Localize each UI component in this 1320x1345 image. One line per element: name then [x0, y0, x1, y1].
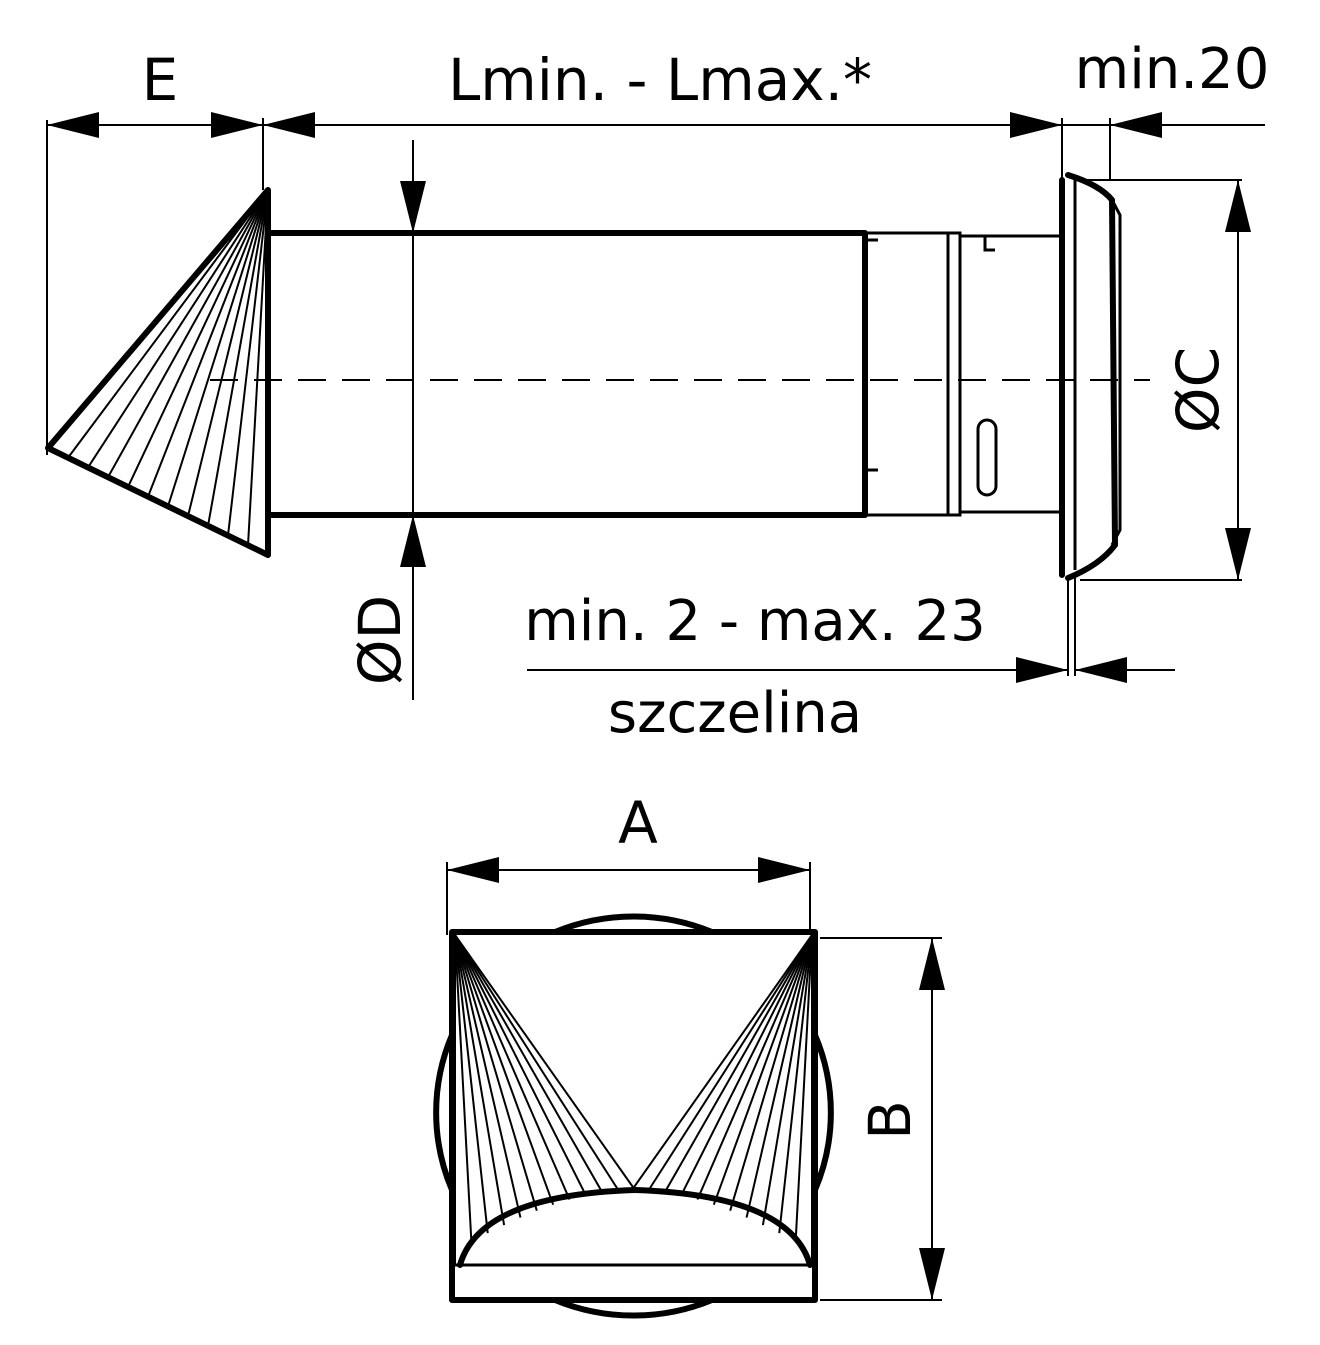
ray-line: [187, 189, 269, 517]
hood-rays: [454, 934, 813, 1265]
label-gap: min. 2 - max. 23: [524, 589, 986, 654]
tube: [265, 230, 868, 518]
ray-line: [47, 189, 269, 449]
ray-line: [794, 934, 813, 1242]
tube-inner: [960, 234, 1062, 514]
ray-line: [454, 934, 571, 1200]
circle-arc-left: [433, 1032, 455, 1193]
ray-line: [167, 189, 269, 507]
circle-arc-right: [812, 1032, 834, 1193]
ray-line: [454, 934, 636, 1191]
ray-line: [87, 189, 269, 468]
ray-line: [647, 934, 813, 1192]
clip: [983, 236, 995, 252]
ray-line: [454, 934, 489, 1234]
circle-arc-top: [552, 913, 715, 935]
ray-line: [454, 934, 604, 1193]
ray-line: [778, 934, 813, 1234]
label-d: ØD: [346, 595, 414, 685]
label-l: Lmin. - Lmax.*: [448, 46, 872, 114]
ray-line: [454, 934, 620, 1192]
ray-line: [127, 189, 269, 488]
tick: [868, 238, 878, 472]
ray-line: [680, 934, 813, 1196]
ray-line: [247, 189, 269, 546]
ray-line: [227, 189, 269, 536]
flange: [1059, 172, 1118, 581]
front-view: A B: [433, 789, 945, 1319]
cone-hood: [45, 187, 271, 558]
hood-square: [449, 929, 818, 1303]
side-view: E Lmin. - Lmax.* min.20 ØD ØC: [45, 37, 1270, 746]
hood-lip: [457, 1187, 813, 1268]
label-c: ØC: [1164, 347, 1232, 433]
ray-line: [745, 934, 813, 1218]
flange-rim: [1073, 180, 1122, 570]
ray-line: [454, 934, 538, 1211]
ray-line: [454, 934, 587, 1196]
ray-line: [454, 934, 522, 1218]
ray-line: [454, 934, 473, 1242]
ray-line: [729, 934, 813, 1211]
ray-line: [207, 189, 269, 526]
ray-line: [663, 934, 813, 1193]
tube-sleeve: [863, 231, 950, 517]
tube-ring: [946, 231, 962, 517]
ray-line: [631, 934, 813, 1191]
ray-line: [761, 934, 813, 1226]
ray-line: [712, 934, 813, 1205]
label-a: A: [618, 789, 658, 857]
ray-line: [454, 934, 506, 1226]
clip: [976, 418, 998, 497]
ray-line: [147, 189, 269, 498]
label-e: E: [142, 46, 179, 114]
label-b: B: [856, 1100, 924, 1140]
ray-line: [696, 934, 813, 1200]
ray-line: [67, 189, 269, 459]
label-min20: min.20: [1075, 37, 1270, 102]
circle-arc-bottom: [552, 1297, 715, 1319]
ray-line: [454, 934, 555, 1205]
label-gap-name: szczelina: [608, 681, 862, 746]
ray-line: [107, 189, 269, 478]
